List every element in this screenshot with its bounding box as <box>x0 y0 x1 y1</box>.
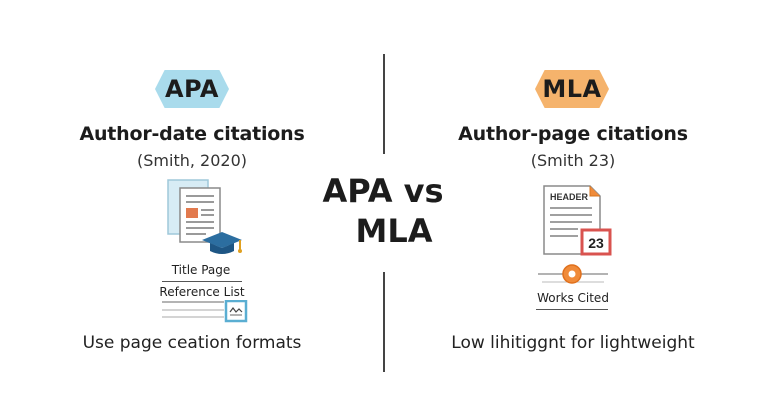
apa-title-page-label: Title Page <box>171 263 231 277</box>
page-number-icon: 23 <box>580 228 612 256</box>
citation-box-icon <box>224 300 248 323</box>
apa-heading: Author-date citations <box>79 123 305 145</box>
document-stack-icon <box>167 179 242 254</box>
header-document-icon: HEADER 23 <box>543 185 612 256</box>
apa-footer: Use page ceation formats <box>82 333 302 353</box>
mla-works-cited-underline <box>536 309 608 310</box>
mla-doc-header-text: HEADER <box>550 192 589 202</box>
divider-top <box>383 54 385 154</box>
mla-badge: MLA <box>535 70 609 108</box>
graduation-cap-icon <box>202 232 242 254</box>
apa-example: (Smith, 2020) <box>137 151 247 170</box>
title-line-1: APA vs <box>322 172 444 210</box>
apa-badge-label: APA <box>164 75 220 103</box>
apa-badge: APA <box>155 70 229 108</box>
apa-reference-list-label: Reference List <box>159 285 245 299</box>
mla-example: (Smith 23) <box>530 151 616 170</box>
mla-heading: Author-page citations <box>458 123 688 145</box>
timeline-dot-icon <box>538 264 608 284</box>
title-line-2: MLA <box>355 212 433 250</box>
apa-line-1 <box>162 281 242 282</box>
page-title: APA vs MLA <box>318 171 448 251</box>
reference-lines-icon <box>162 300 248 323</box>
mla-badge-label: MLA <box>542 75 602 103</box>
mla-works-cited-label: Works Cited <box>537 291 609 305</box>
divider-bottom <box>383 272 385 372</box>
mla-page-number: 23 <box>588 235 604 251</box>
mla-footer: Low lihitiggnt for lightweight <box>451 333 695 353</box>
